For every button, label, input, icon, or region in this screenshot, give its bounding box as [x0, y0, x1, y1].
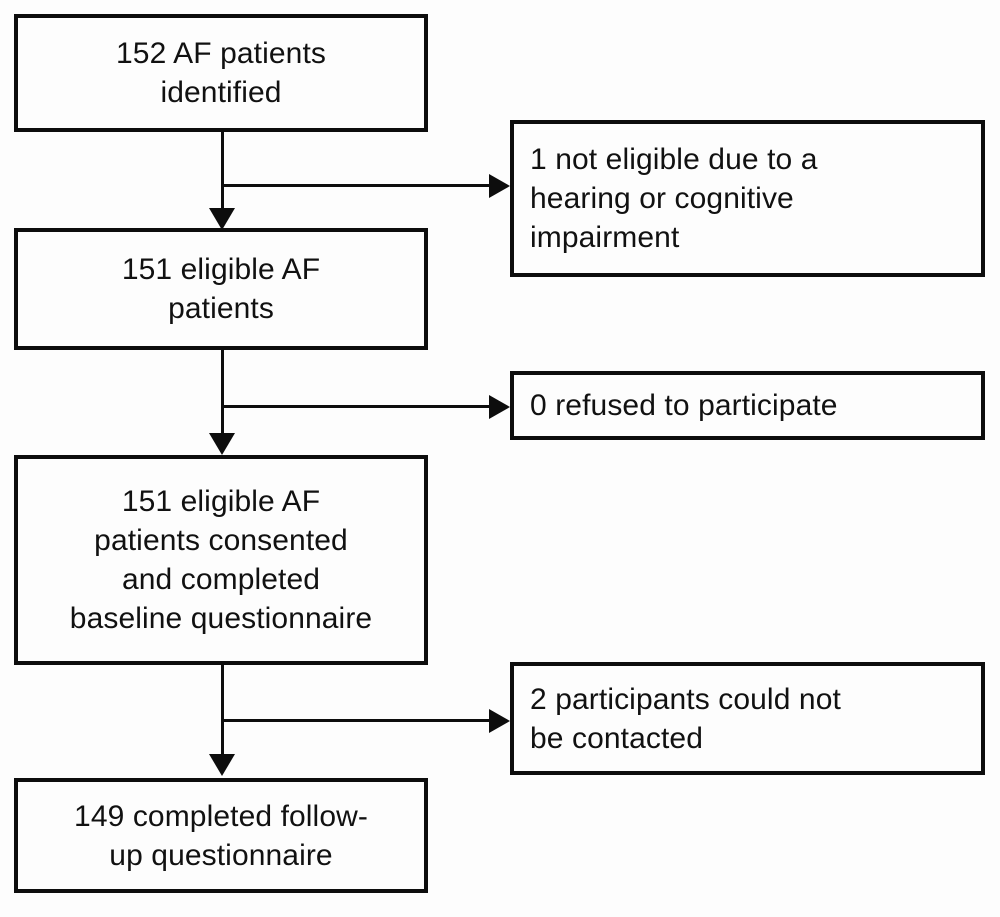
node-eligible[interactable]: 151 eligible AF patients: [14, 228, 428, 350]
node-followup-label: 149 completed follow- up questionnaire: [74, 799, 368, 872]
node-not-contacted-label: 2 participants could not be contacted: [530, 682, 841, 755]
connector-consented-to-followup-arrowhead: [209, 754, 235, 776]
node-consented[interactable]: 151 eligible AF patients consented and c…: [14, 455, 428, 665]
connector-identified-to-eligible-arrowhead: [209, 208, 235, 230]
node-identified[interactable]: 152 AF patients identified: [14, 14, 428, 132]
node-not-eligible[interactable]: 1 not eligible due to a hearing or cogni…: [510, 120, 985, 277]
node-consented-label: 151 eligible AF patients consented and c…: [69, 485, 373, 635]
connector-identified-to-not-eligible-line: [221, 184, 489, 187]
connector-eligible-to-refused-line: [221, 405, 489, 408]
connector-consented-to-not-contacted-arrowhead: [489, 709, 510, 733]
connector-consented-to-followup-line: [221, 665, 224, 757]
connector-consented-to-not-contacted-line: [221, 719, 489, 722]
connector-eligible-to-consented-line: [221, 350, 224, 437]
connector-eligible-to-refused-arrowhead: [489, 395, 510, 419]
node-not-contacted[interactable]: 2 participants could not be contacted: [510, 662, 985, 775]
connector-identified-to-eligible-line: [221, 132, 224, 212]
node-followup[interactable]: 149 completed follow- up questionnaire: [14, 778, 428, 893]
connector-eligible-to-consented-arrowhead: [209, 433, 235, 455]
node-eligible-label: 151 eligible AF patients: [121, 253, 321, 325]
node-identified-label: 152 AF patients identified: [116, 37, 326, 109]
node-refused[interactable]: 0 refused to participate: [510, 371, 985, 440]
node-refused-label: 0 refused to participate: [530, 389, 838, 422]
node-not-eligible-label: 1 not eligible due to a hearing or cogni…: [530, 143, 818, 254]
connector-identified-to-not-eligible-arrowhead: [489, 174, 510, 198]
